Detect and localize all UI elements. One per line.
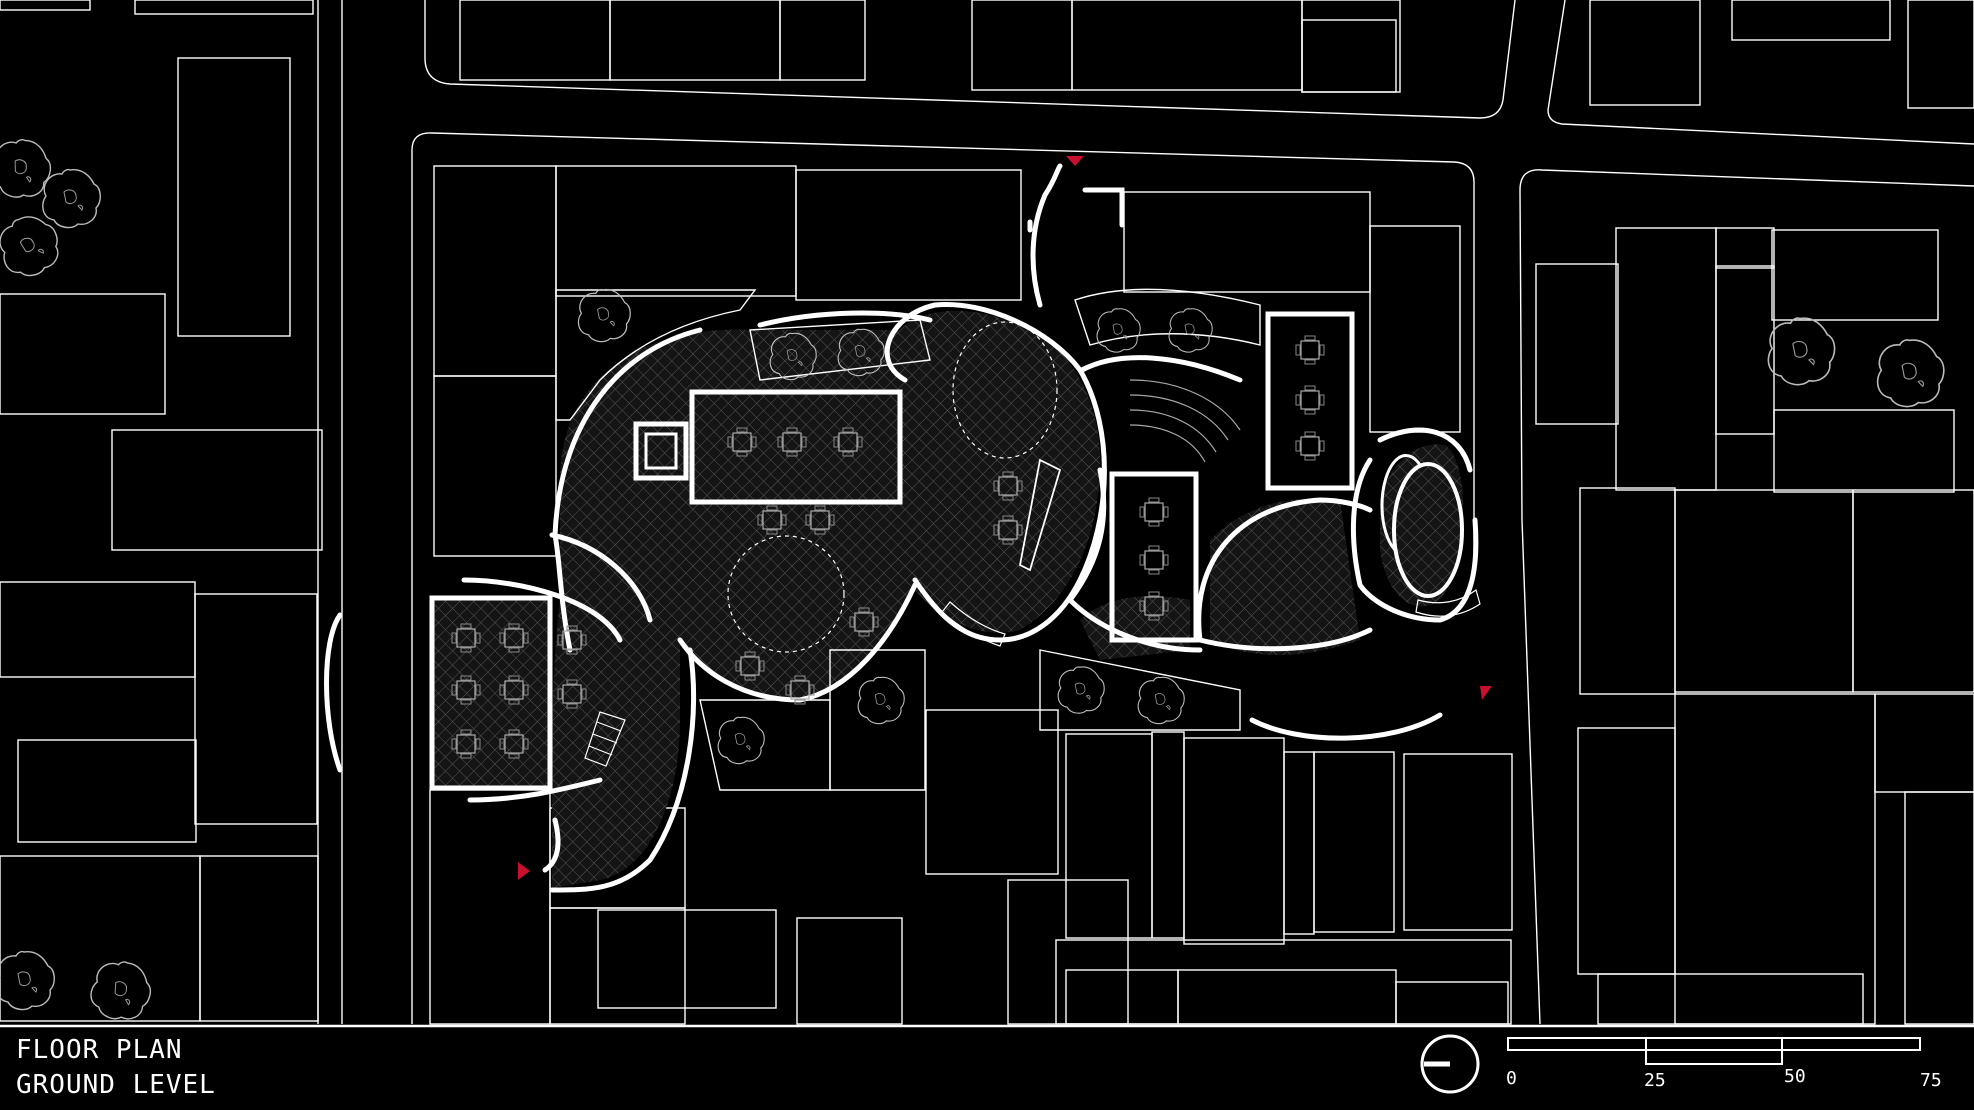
plan-title: FLOOR PLAN	[16, 1035, 183, 1065]
scale-tick-0: 0	[1506, 1068, 1517, 1089]
scale-tick-75: 75	[1920, 1070, 1942, 1091]
stairs	[584, 588, 1481, 767]
interior-floor	[432, 310, 1464, 888]
entrance-triangle-icon	[1480, 686, 1492, 700]
rooms	[429, 311, 1464, 791]
seating-arcs	[1018, 379, 1241, 572]
floor-features	[727, 321, 1058, 653]
entrance-markers	[518, 156, 1492, 880]
entrance-triangle-icon	[518, 862, 530, 880]
scale-tick-50: 50	[1784, 1066, 1806, 1087]
scale-tick-25: 25	[1644, 1070, 1666, 1091]
plan-subtitle: GROUND LEVEL	[16, 1070, 216, 1100]
north-arrow-icon	[1420, 1034, 1480, 1094]
scale-bar	[1507, 1037, 1921, 1065]
site-context	[0, 0, 1974, 1025]
courtyards	[555, 288, 1261, 791]
entrance-triangle-icon	[1066, 156, 1084, 166]
